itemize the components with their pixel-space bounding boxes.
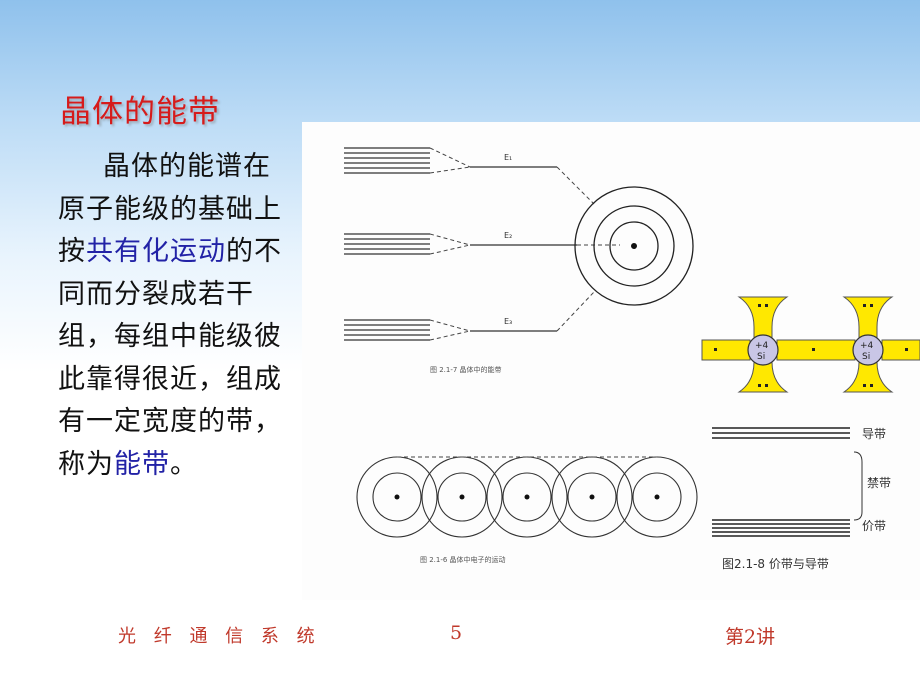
- si-atom-1-charge: +4: [755, 341, 769, 351]
- label-forbidden-band: 禁带: [867, 476, 891, 490]
- footer-page-number: 5: [450, 622, 463, 644]
- gap-brace: [853, 451, 863, 521]
- para-text-3: 。: [170, 448, 198, 480]
- atom-concentric-circles: [574, 186, 694, 306]
- valence-band-lines: [712, 519, 850, 537]
- para-text-2: 的不同而分裂成若干组，每组中能级彼此靠得很近，组成有一定宽度的带，称为: [58, 236, 282, 480]
- body-paragraph: 晶体的能谱在原子能级的基础上按共有化运动的不同而分裂成若干组，每组中能级彼此靠得…: [58, 146, 288, 486]
- label-e1: E₁: [504, 153, 512, 162]
- label-e3: E₃: [504, 317, 512, 326]
- atom-nucleus: [631, 243, 637, 249]
- label-e2: E₂: [504, 231, 512, 240]
- band-figure-svg: E₁ E₂ E₃ 图 2.1-7 晶体中的能带: [344, 147, 920, 571]
- level-to-atom-dashes: [556, 166, 620, 332]
- converging-dashes: [429, 147, 471, 341]
- si-atom-1-symbol: Si: [757, 352, 765, 362]
- footer-lecture-number: 第2讲: [725, 626, 776, 648]
- highlight-shared-motion: 共有化运动: [86, 236, 226, 267]
- caption-fig-2-1-8: 图2.1-8 价带与导带: [722, 557, 829, 571]
- figure-panel: E₁ E₂ E₃ 图 2.1-7 晶体中的能带: [302, 122, 920, 600]
- slide-title: 晶体的能带: [60, 94, 220, 130]
- si-atom-2: [852, 334, 884, 366]
- caption-fig-2-1-6: 图 2.1-6 晶体中电子的运动: [420, 555, 506, 564]
- para-text-1: 晶体的能谱在原子能级的基础上按: [58, 151, 282, 267]
- si-atom-2-symbol: Si: [862, 352, 870, 362]
- highlight-energy-band: 能带: [114, 448, 170, 480]
- band-group-3: [344, 319, 430, 341]
- label-conduction-band: 导带: [862, 427, 886, 441]
- band-group-1: [344, 147, 430, 174]
- conduction-band-lines: [712, 427, 850, 439]
- label-valence-band: 价带: [862, 519, 886, 533]
- si-atom-1: [747, 334, 779, 366]
- energy-levels: [470, 166, 577, 332]
- si-atom-2-charge: +4: [860, 341, 874, 351]
- band-group-2: [344, 233, 430, 255]
- silicon-lattice: +4 Si +4 Si: [701, 296, 920, 393]
- caption-fig-2-1-7: 图 2.1-7 晶体中的能带: [430, 365, 502, 374]
- footer-course-name: 光 纤 通 信 系 统: [118, 626, 321, 647]
